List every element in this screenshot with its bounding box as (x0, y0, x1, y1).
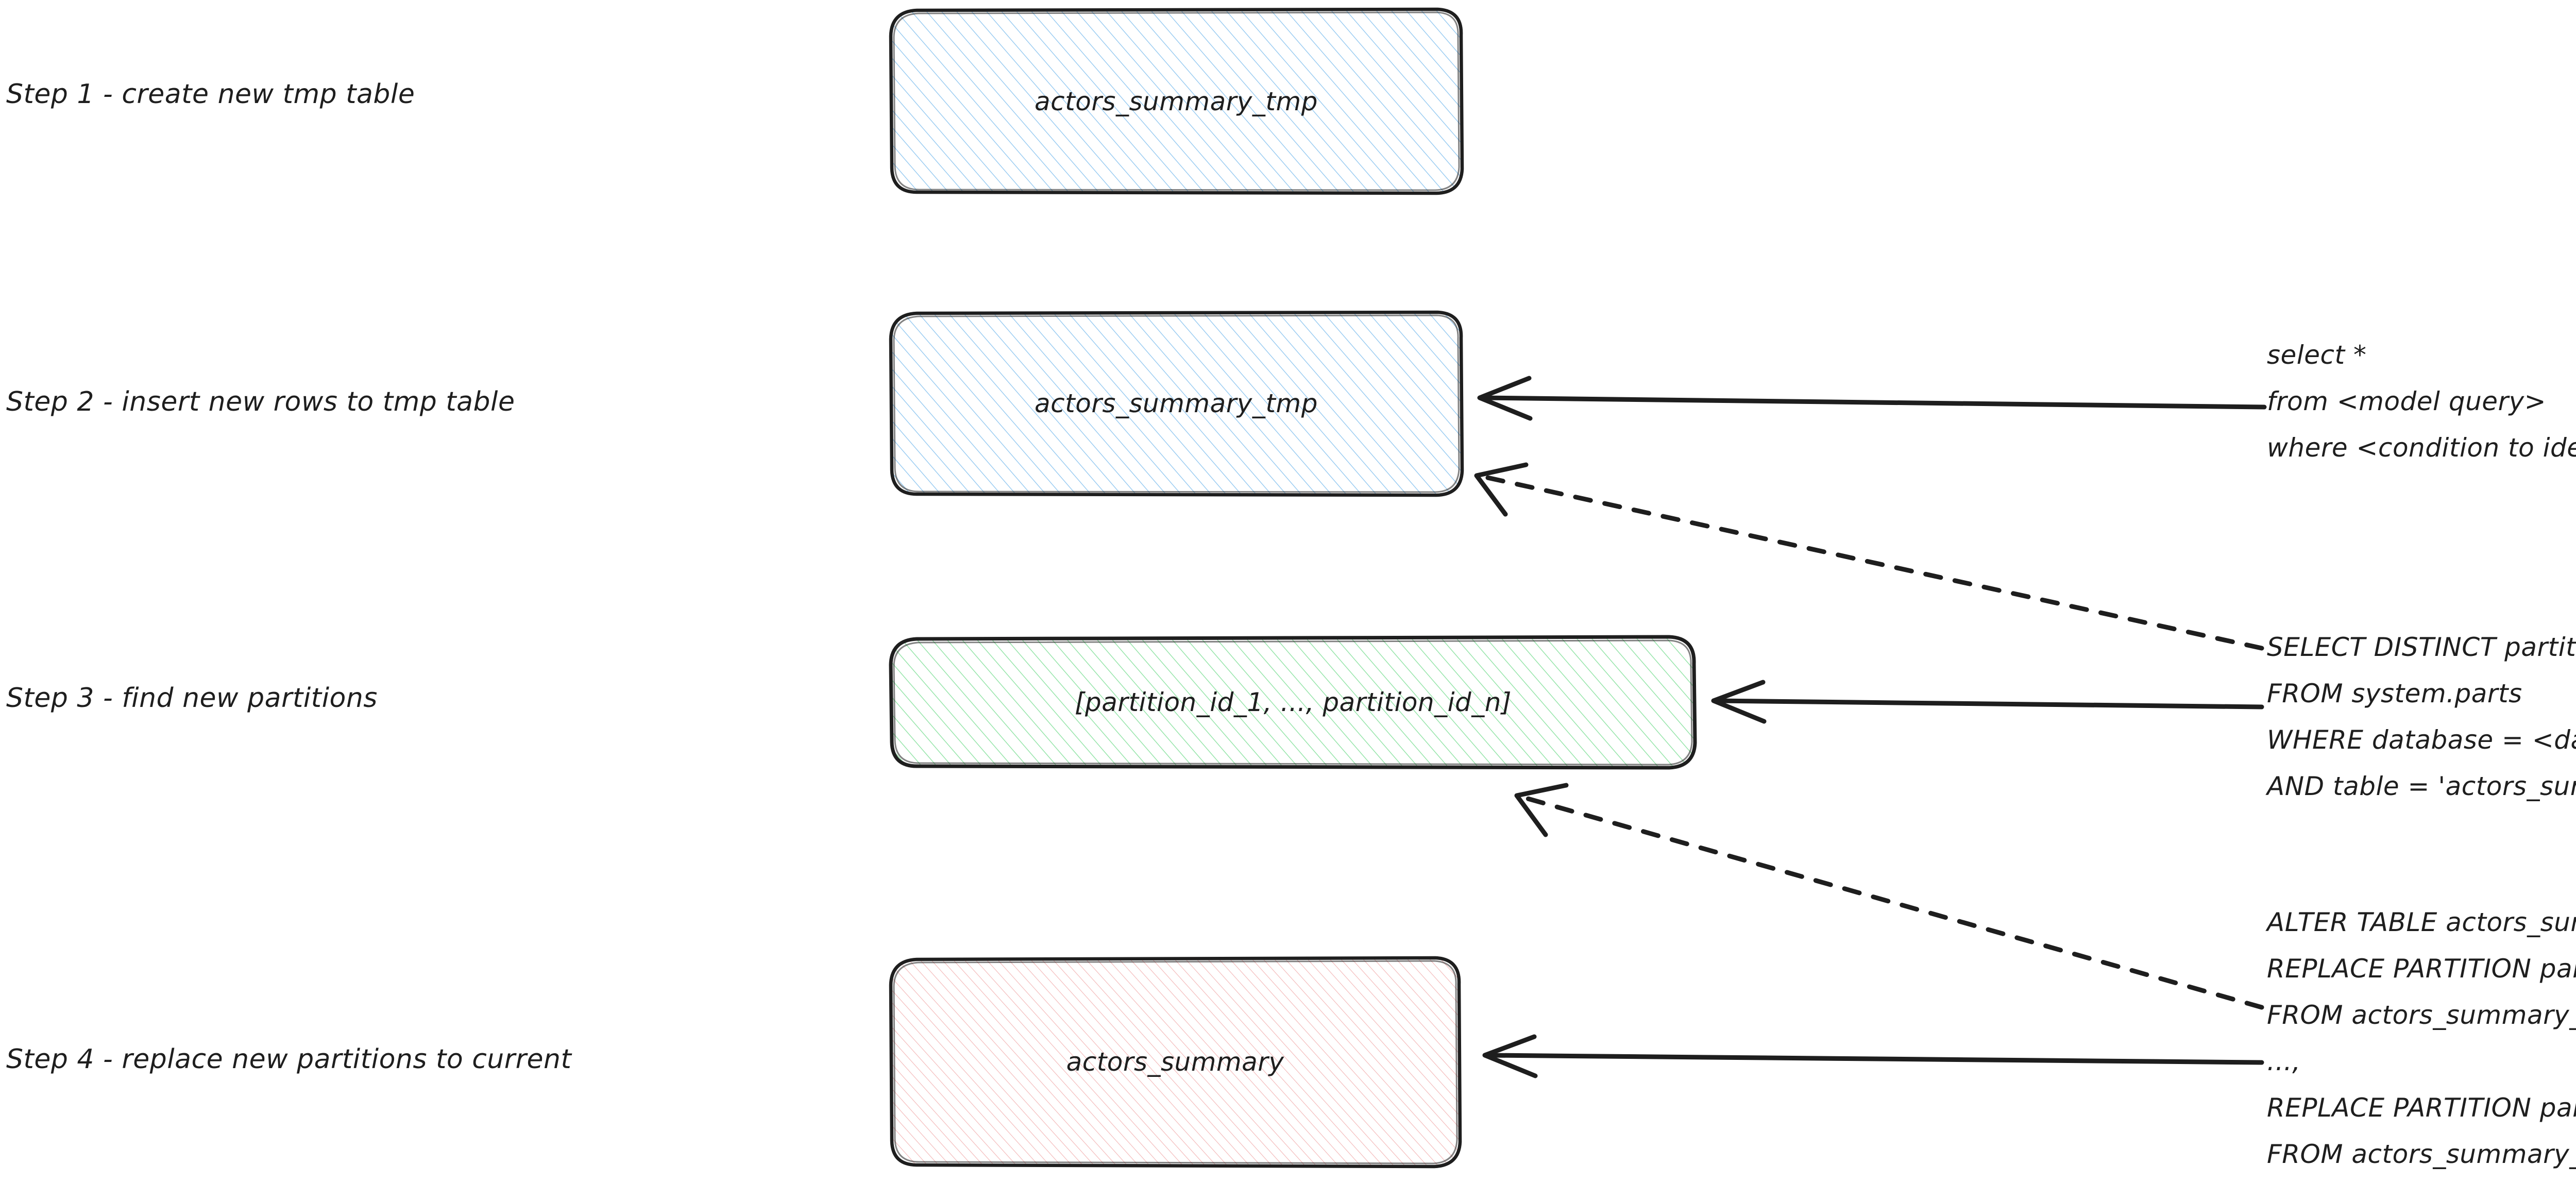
arrow-sql3-to-node3 (1711, 680, 2264, 724)
sql-step4-line-1: REPLACE PARTITION partition_id_1 (2267, 954, 2576, 984)
node-actors-summary-tmp-1[interactable]: actors_summary_tmp (889, 7, 1464, 195)
sql-step2-line-2: where <condition to identify new> (2267, 433, 2576, 463)
arrow-sql2-to-node2 (1477, 376, 2267, 421)
node-4-outline (889, 956, 1462, 1169)
sql-step3-line-2: WHERE database = <database> (2267, 725, 2576, 755)
node-1-outline (889, 7, 1464, 195)
step-4-label: Step 4 - replace new partitions to curre… (6, 1044, 572, 1075)
arrow-sql4-shaft (1485, 1053, 2264, 1065)
node-3-outline-2 (893, 639, 1693, 766)
node-4-outline-2 (893, 960, 1458, 1164)
node-actors-summary[interactable]: actors_summary (889, 956, 1462, 1169)
sql-step2-line-1: from <model query> (2267, 386, 2546, 416)
sql-step4-line-0: ALTER TABLE actors_summary (2265, 907, 2576, 937)
step-2-group: Step 2 - insert new rows to tmp table ac… (6, 310, 2576, 651)
node-2-outline-2 (893, 314, 1460, 493)
node-4-fill (891, 958, 1460, 1167)
arrow-sql3-head (1711, 680, 1767, 724)
arrow-dashed-1-head (1474, 462, 1529, 517)
node-4-label: actors_summary (1066, 1047, 1285, 1077)
arrow-sql3-to-node2-dashed (1474, 462, 2264, 651)
sql-step4-line-5: FROM actors_summary_tmp, (2267, 1139, 2576, 1169)
node-partition-list[interactable]: [partition_id_1, ..., partition_id_n] (889, 635, 1697, 770)
node-2-fill (891, 312, 1462, 495)
sql-step2-line-0: select * (2267, 340, 2366, 370)
node-2-label: actors_summary_tmp (1035, 389, 1318, 418)
node-1-label: actors_summary_tmp (1035, 87, 1318, 116)
arrow-sql4-to-node3-dashed (1514, 783, 2264, 1010)
sql-block-step-2: select * from <model query> where <condi… (2267, 340, 2576, 463)
sql-step3-line-1: FROM system.parts (2267, 679, 2522, 708)
step-2-label: Step 2 - insert new rows to tmp table (6, 386, 515, 417)
node-1-fill (891, 9, 1462, 193)
arrow-sql2-head (1477, 376, 1533, 421)
sql-step4-line-3: ..., (2267, 1046, 2301, 1076)
arrow-sql3-shaft (1714, 698, 2264, 710)
sql-block-step-4: ALTER TABLE actors_summary REPLACE PARTI… (2265, 907, 2576, 1169)
sql-block-step-3: SELECT DISTINCT partition_id FROM system… (2265, 632, 2576, 801)
sql-step4-line-2: FROM actors_summary_tmp, (2267, 1000, 2576, 1030)
step-1-label: Step 1 - create new tmp table (6, 79, 415, 110)
arrow-sql4-head (1482, 1034, 1538, 1078)
step-1-group: Step 1 - create new tmp table actors_sum… (6, 7, 1464, 195)
node-2-outline (889, 310, 1464, 497)
node-3-outline (889, 635, 1697, 770)
step-3-group: Step 3 - find new partitions [partition_… (6, 632, 2576, 1010)
node-actors-summary-tmp-2[interactable]: actors_summary_tmp (889, 310, 1464, 497)
arrow-dashed-1-shaft (1480, 474, 2264, 651)
step-3-label: Step 3 - find new partitions (6, 683, 378, 714)
node-3-label: [partition_id_1, ..., partition_id_n] (1075, 687, 1512, 717)
arrow-dashed-2-shaft (1520, 795, 2264, 1010)
sql-step3-line-0: SELECT DISTINCT partition_id (2267, 632, 2576, 662)
node-3-fill (891, 637, 1695, 768)
arrow-dashed-2-head (1514, 783, 1569, 837)
arrow-sql4-to-node4 (1482, 1034, 2264, 1078)
node-1-outline-2 (893, 11, 1460, 191)
step-4-group: Step 4 - replace new partitions to curre… (6, 907, 2576, 1169)
sql-step4-line-4: REPLACE PARTITION partition_id_n (2267, 1093, 2576, 1123)
arrow-sql2-shaft (1480, 395, 2267, 410)
sql-step3-line-3: AND table = 'actors_summary_tmp' (2265, 771, 2576, 801)
